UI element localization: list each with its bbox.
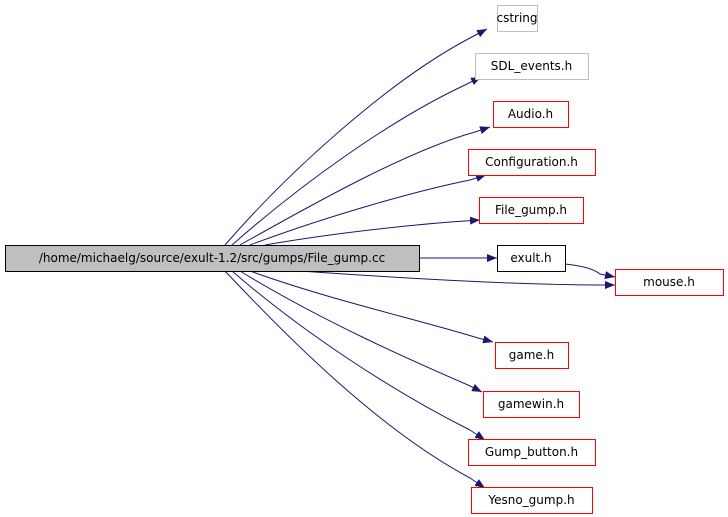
- node-box: [493, 101, 569, 128]
- node-file_gump_h[interactable]: File_gump.h: [479, 197, 584, 224]
- edge-file_gump_cc-to-sdl_events_h: [231, 76, 482, 246]
- edge-file_gump_cc-to-file_gump_h: [264, 216, 481, 246]
- node-exult_h[interactable]: exult.h: [497, 245, 566, 272]
- node-box: [468, 439, 596, 466]
- node-box: [471, 487, 593, 514]
- node-box: [479, 197, 584, 224]
- node-label: File_gump.h: [495, 203, 567, 217]
- edge-exult_h-to-mouse_h: [564, 263, 616, 279]
- node-cstring[interactable]: cstring: [496, 5, 538, 32]
- edge-file_gump_cc-to-game_h: [249, 270, 494, 344]
- node-label: Yesno_gump.h: [487, 493, 574, 507]
- node-mouse_h[interactable]: mouse.h: [615, 269, 724, 296]
- node-audio_h[interactable]: Audio.h: [493, 101, 569, 128]
- node-label: SDL_events.h: [491, 59, 572, 73]
- node-sdl_events_h[interactable]: SDL_events.h: [475, 53, 589, 80]
- node-file_gump_cc: /home/michaelg/source/exult-1.2/src/gump…: [5, 245, 420, 272]
- node-label: game.h: [509, 348, 554, 362]
- node-box: [483, 391, 580, 418]
- node-configuration_h[interactable]: Configuration.h: [468, 149, 596, 176]
- edge-file_gump_cc-to-yesno_gump_h: [224, 270, 486, 489]
- edge-file_gump_cc-to-gamewin_h: [239, 270, 483, 393]
- node-label: /home/michaelg/source/exult-1.2/src/gump…: [39, 251, 385, 265]
- edge-file_gump_cc-to-mouse_h: [299, 270, 615, 289]
- edge-file_gump_cc-to-configuration_h: [249, 174, 487, 246]
- node-yesno_gump_h[interactable]: Yesno_gump.h: [471, 487, 593, 514]
- node-label: Gump_button.h: [485, 445, 578, 459]
- edge-file_gump_cc-to-audio_h: [239, 126, 491, 246]
- nodes-layer: /home/michaelg/source/exult-1.2/src/gump…: [5, 5, 724, 514]
- edges-layer: [224, 28, 616, 489]
- node-box: [615, 269, 724, 296]
- node-label: cstring: [496, 11, 537, 25]
- node-box: [497, 245, 566, 272]
- node-box: [5, 245, 420, 272]
- node-box: [495, 342, 569, 369]
- node-gump_button_h[interactable]: Gump_button.h: [468, 439, 596, 466]
- edge-file_gump_cc-to-cstring: [224, 28, 488, 246]
- node-box: [468, 149, 596, 176]
- node-gamewin_h[interactable]: gamewin.h: [483, 391, 580, 418]
- node-label: Audio.h: [508, 107, 553, 121]
- edge-file_gump_cc-to-gump_button_h: [231, 270, 486, 441]
- node-label: mouse.h: [643, 275, 695, 289]
- node-game_h[interactable]: game.h: [495, 342, 569, 369]
- node-box: [497, 5, 538, 32]
- node-box: [475, 53, 589, 80]
- node-label: gamewin.h: [498, 397, 564, 411]
- node-label: Configuration.h: [485, 155, 578, 169]
- node-label: exult.h: [510, 251, 551, 265]
